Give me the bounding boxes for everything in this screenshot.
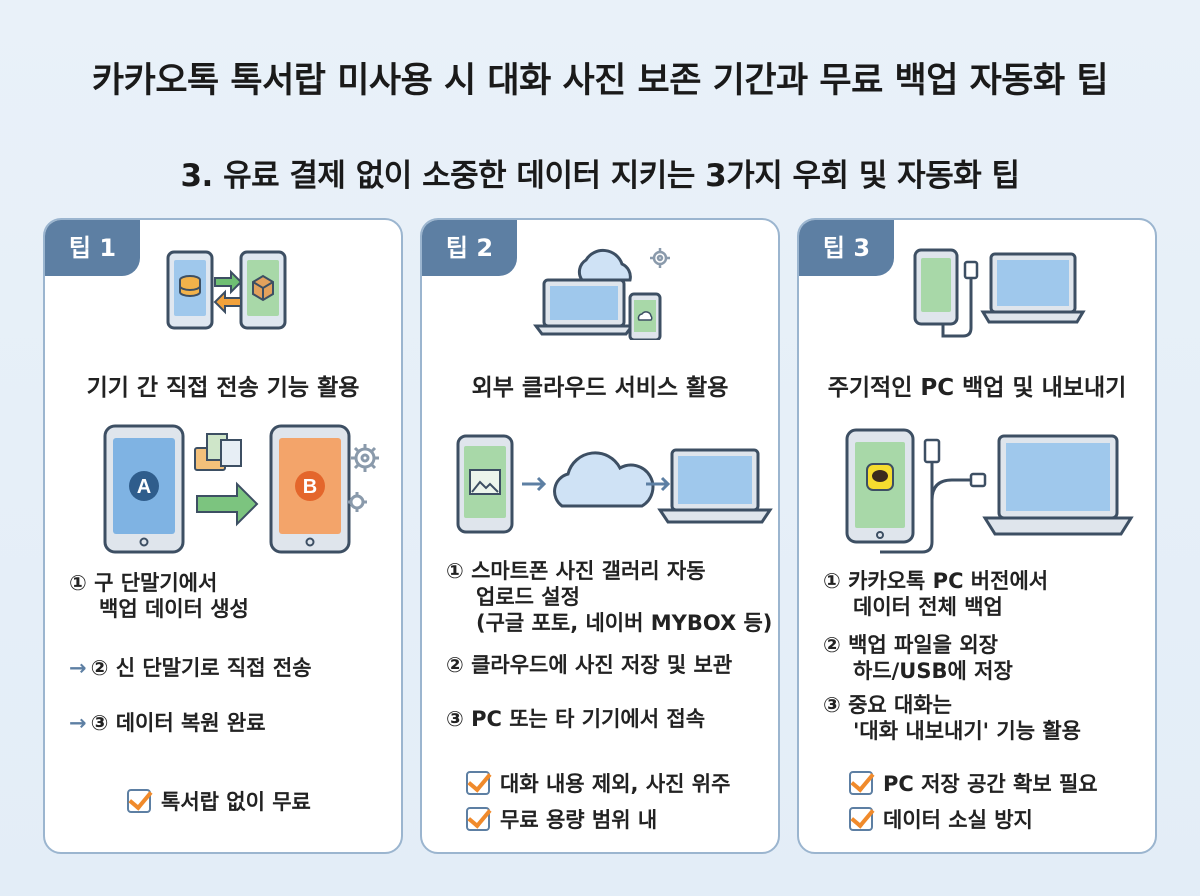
checkbox-icon: [466, 771, 490, 795]
tip-badge-2: 팁 2: [422, 220, 517, 276]
tip3-step-3: ③ 중요 대화는 '대화 내보내기' 기능 활용: [823, 693, 1081, 743]
pc-backup-icon: [913, 248, 1086, 338]
tip2-step-2: ② 클라우드에 사진 저장 및 보관: [446, 653, 733, 677]
tip3-check-1: PC 저장 공간 확보 필요: [849, 768, 1098, 798]
tip-card-1: 팁 1 기기 간 직접 전송 기능 활용 A B: [43, 218, 403, 854]
tip2-step-1: ① 스마트폰 사진 갤러리 자동 업로드 설정 (구글 포토, 네이버 MYBO…: [446, 559, 773, 635]
tip-badge-1: 팁 1: [45, 220, 140, 276]
checkbox-icon: [849, 807, 873, 831]
phone-b-label: B: [303, 476, 317, 498]
checkbox-icon: [849, 771, 873, 795]
pc-usb-backup-illustration: [845, 428, 1134, 554]
tip-badge-3: 팁 3: [799, 220, 894, 276]
device-to-device-illustration: A B: [103, 424, 379, 554]
tip3-step-2: ② 백업 파일을 외장 하드/USB에 저장: [823, 633, 1013, 683]
tip1-step-1: ① 구 단말기에서 백업 데이터 생성: [69, 571, 249, 621]
tip1-step-3: →③ 데이터 복원 완료: [69, 711, 266, 735]
tip2-step-3: ③ PC 또는 타 기기에서 접속: [446, 707, 706, 731]
page-title: 카카오톡 톡서랍 미사용 시 대화 사진 보존 기간과 무료 백업 자동화 팁: [91, 61, 1109, 101]
tip-heading-3: 주기적인 PC 백업 및 내보내기: [827, 375, 1127, 401]
gear-icon: [650, 248, 670, 268]
tip1-step-2: →② 신 단말기로 직접 전송: [69, 656, 312, 680]
tip-heading-1: 기기 간 직접 전송 기능 활용: [86, 375, 360, 401]
tip-card-3: 팁 3 주기적인 PC 백업 및 내보내기 ① 카카오톡 PC 버전에서 데이터…: [797, 218, 1157, 854]
checkbox-icon: [127, 789, 151, 813]
tip2-check-2: 무료 용량 범위 내: [466, 804, 657, 834]
gear-icon: [347, 444, 379, 512]
tip2-check-1: 대화 내용 제외, 사진 위주: [466, 768, 730, 798]
tip-card-2: 팁 2 외부 클라우드 서비스 활용 ① 스마트폰 사진 갤러리 자동 업로드 …: [420, 218, 780, 854]
tip3-check-2: 데이터 소실 방지: [849, 804, 1033, 834]
tip3-step-1: ① 카카오톡 PC 버전에서 데이터 전체 백업: [823, 569, 1049, 619]
tip1-check-1: 톡서랍 없이 무료: [127, 786, 311, 816]
phone-transfer-icon: [166, 250, 287, 330]
cloud-upload-illustration: [456, 434, 773, 534]
tip-heading-2: 외부 클라우드 서비스 활용: [471, 375, 729, 401]
checkbox-icon: [466, 807, 490, 831]
cloud-laptop-icon: [533, 248, 670, 340]
section-subtitle: 3. 유료 결제 없이 소중한 데이터 지키는 3가지 우회 및 자동화 팁: [180, 158, 1020, 194]
phone-a-label: A: [137, 476, 151, 498]
